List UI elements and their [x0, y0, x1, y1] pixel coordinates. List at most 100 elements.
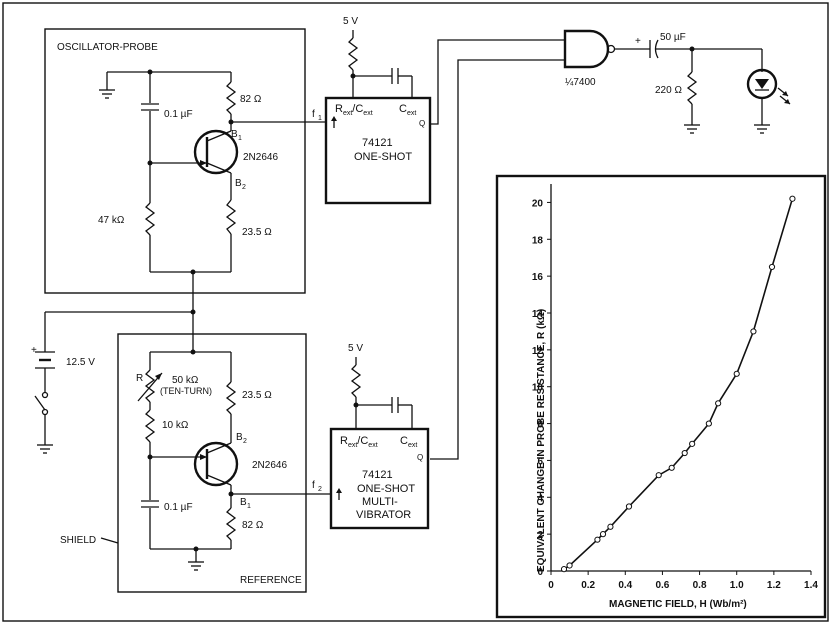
oneshot-bottom-part: 74121 — [362, 469, 393, 481]
svg-text:2: 2 — [243, 438, 247, 445]
osc-ujt-transistor — [193, 129, 239, 175]
ref-23.5-resistor — [225, 381, 237, 415]
chart-data-point — [625, 503, 633, 510]
svg-text:f: f — [312, 480, 315, 491]
svg-text:+: + — [635, 36, 641, 47]
chart-data-point — [689, 440, 696, 447]
osc-transistor-label: 2N2646 — [243, 152, 278, 163]
chart-x-axis-label: MAGNETIC FIELD, H (Wb/m²) — [609, 599, 747, 610]
ref-transistor-label: 2N2646 — [252, 460, 287, 471]
chart-y-tick-label: 18 — [532, 235, 544, 246]
chart-y-tick-label: 8 — [537, 420, 543, 431]
chart-x-tick-label: 0.4 — [618, 580, 632, 591]
ref-ujt-transistor — [193, 441, 239, 487]
chart-data-point — [789, 195, 796, 202]
svg-text:B: B — [235, 178, 242, 189]
svg-text:Q: Q — [419, 119, 425, 128]
ref-pot-label: 50 kΩ — [172, 375, 199, 386]
svg-text:ONE-SHOT: ONE-SHOT — [357, 483, 415, 495]
osc-23.5-label: 23.5 Ω — [242, 227, 272, 238]
chart-x-tick-label: 1.4 — [804, 580, 818, 591]
chart-y-tick-label: 2 — [537, 530, 543, 541]
chart-x-tick-label: 0.8 — [693, 580, 707, 591]
chart-x-tick-label: 0.6 — [655, 580, 669, 591]
svg-text:VIBRATOR: VIBRATOR — [356, 509, 411, 521]
chart-data-point — [599, 531, 607, 538]
cap-out-label: 50 µF — [660, 32, 686, 43]
chart-data-point — [560, 566, 568, 573]
reference-label: REFERENCE — [240, 575, 302, 586]
vcc-top-label: 5 V — [343, 16, 358, 27]
svg-text:2: 2 — [318, 486, 322, 493]
ref-82-label: 82 Ω — [242, 520, 264, 531]
ref-pot — [144, 369, 156, 403]
svg-text:MULTI-: MULTI- — [362, 496, 398, 508]
svg-text:Rext/Cext: Rext/Cext — [340, 435, 378, 449]
reference-box — [117, 333, 307, 593]
gate-label: ¼7400 — [565, 76, 596, 88]
svg-text:Rext/Cext: Rext/Cext — [335, 103, 373, 117]
chart-series-line — [563, 198, 794, 570]
chart-x-tick-label: 1.0 — [730, 580, 744, 591]
chart-data-point — [594, 536, 601, 543]
shield-label: SHIELD — [60, 535, 96, 546]
oneshot-top-part: 74121 — [362, 137, 393, 149]
chart-data-point — [733, 370, 740, 377]
ref-10k-label: 10 kΩ — [162, 420, 189, 431]
switch-icon — [41, 391, 49, 399]
chart-data-point — [668, 464, 675, 471]
chart-data-point — [566, 562, 573, 569]
svg-text:1: 1 — [318, 115, 322, 122]
svg-text:(TEN-TURN): (TEN-TURN) — [160, 386, 212, 396]
svg-text:B: B — [240, 497, 247, 508]
chart-x-tick-label: 0.2 — [581, 580, 595, 591]
chart-y-tick-label: 20 — [532, 198, 544, 209]
osc-47k-resistor — [144, 202, 156, 236]
svg-text:R: R — [136, 373, 143, 384]
osc-23.5-resistor — [225, 199, 237, 235]
supply-voltage-label: 12.5 V — [66, 357, 95, 368]
osc-47k-label: 47 kΩ — [98, 215, 125, 226]
chart-data-point — [750, 328, 757, 335]
chart-data-point — [715, 400, 722, 407]
chart-y-axis-label: EQUIVALENT CHANGE IN PROBE RESISTANCE, R… — [536, 309, 547, 572]
nand-gate-icon — [563, 29, 610, 69]
ref-cap-label: 0.1 µF — [164, 502, 193, 513]
r220-resistor — [686, 71, 698, 105]
oscillator-probe-label: OSCILLATOR-PROBE — [57, 42, 158, 53]
r220-label: 220 Ω — [655, 85, 682, 96]
ref-82-resistor — [225, 507, 237, 541]
svg-text:Cext: Cext — [399, 103, 416, 117]
svg-text:+: + — [31, 345, 37, 356]
oneshot-top-chip — [324, 96, 432, 205]
oscillator-probe-box — [44, 28, 306, 294]
svg-text:Q: Q — [417, 453, 423, 462]
ref-23.5-label: 23.5 Ω — [242, 390, 272, 401]
chart-y-tick-label: 14 — [532, 309, 544, 320]
svg-text:Cext: Cext — [400, 435, 417, 449]
chart-data-point — [768, 263, 776, 271]
oneshot-top-desc: ONE-SHOT — [354, 151, 412, 163]
chart-y-tick-label: 0 — [537, 567, 543, 578]
q2-to-gate — [430, 59, 565, 460]
chart-x-tick-label: 0 — [548, 580, 554, 591]
chart-data-point — [705, 420, 712, 427]
chart-x-tick-label: 1.2 — [767, 580, 781, 591]
chart-data-point — [655, 472, 662, 479]
vcc-bottom-label: 5 V — [348, 343, 363, 354]
oneshot-bottom-chip — [329, 427, 430, 530]
osc-cap-label: 0.1 µF — [164, 109, 193, 120]
svg-text:f: f — [312, 109, 315, 120]
ref-10k-resistor — [144, 409, 156, 443]
svg-text:1: 1 — [247, 503, 251, 510]
osc-82-resistor — [225, 81, 237, 115]
svg-text:B: B — [231, 129, 238, 140]
svg-text:1: 1 — [238, 135, 242, 142]
chart-y-tick-label: 12 — [532, 346, 544, 357]
chart-y-tick-label: 6 — [537, 456, 543, 467]
chart-frame — [495, 174, 827, 619]
chart-y-tick-label: 16 — [532, 272, 544, 283]
